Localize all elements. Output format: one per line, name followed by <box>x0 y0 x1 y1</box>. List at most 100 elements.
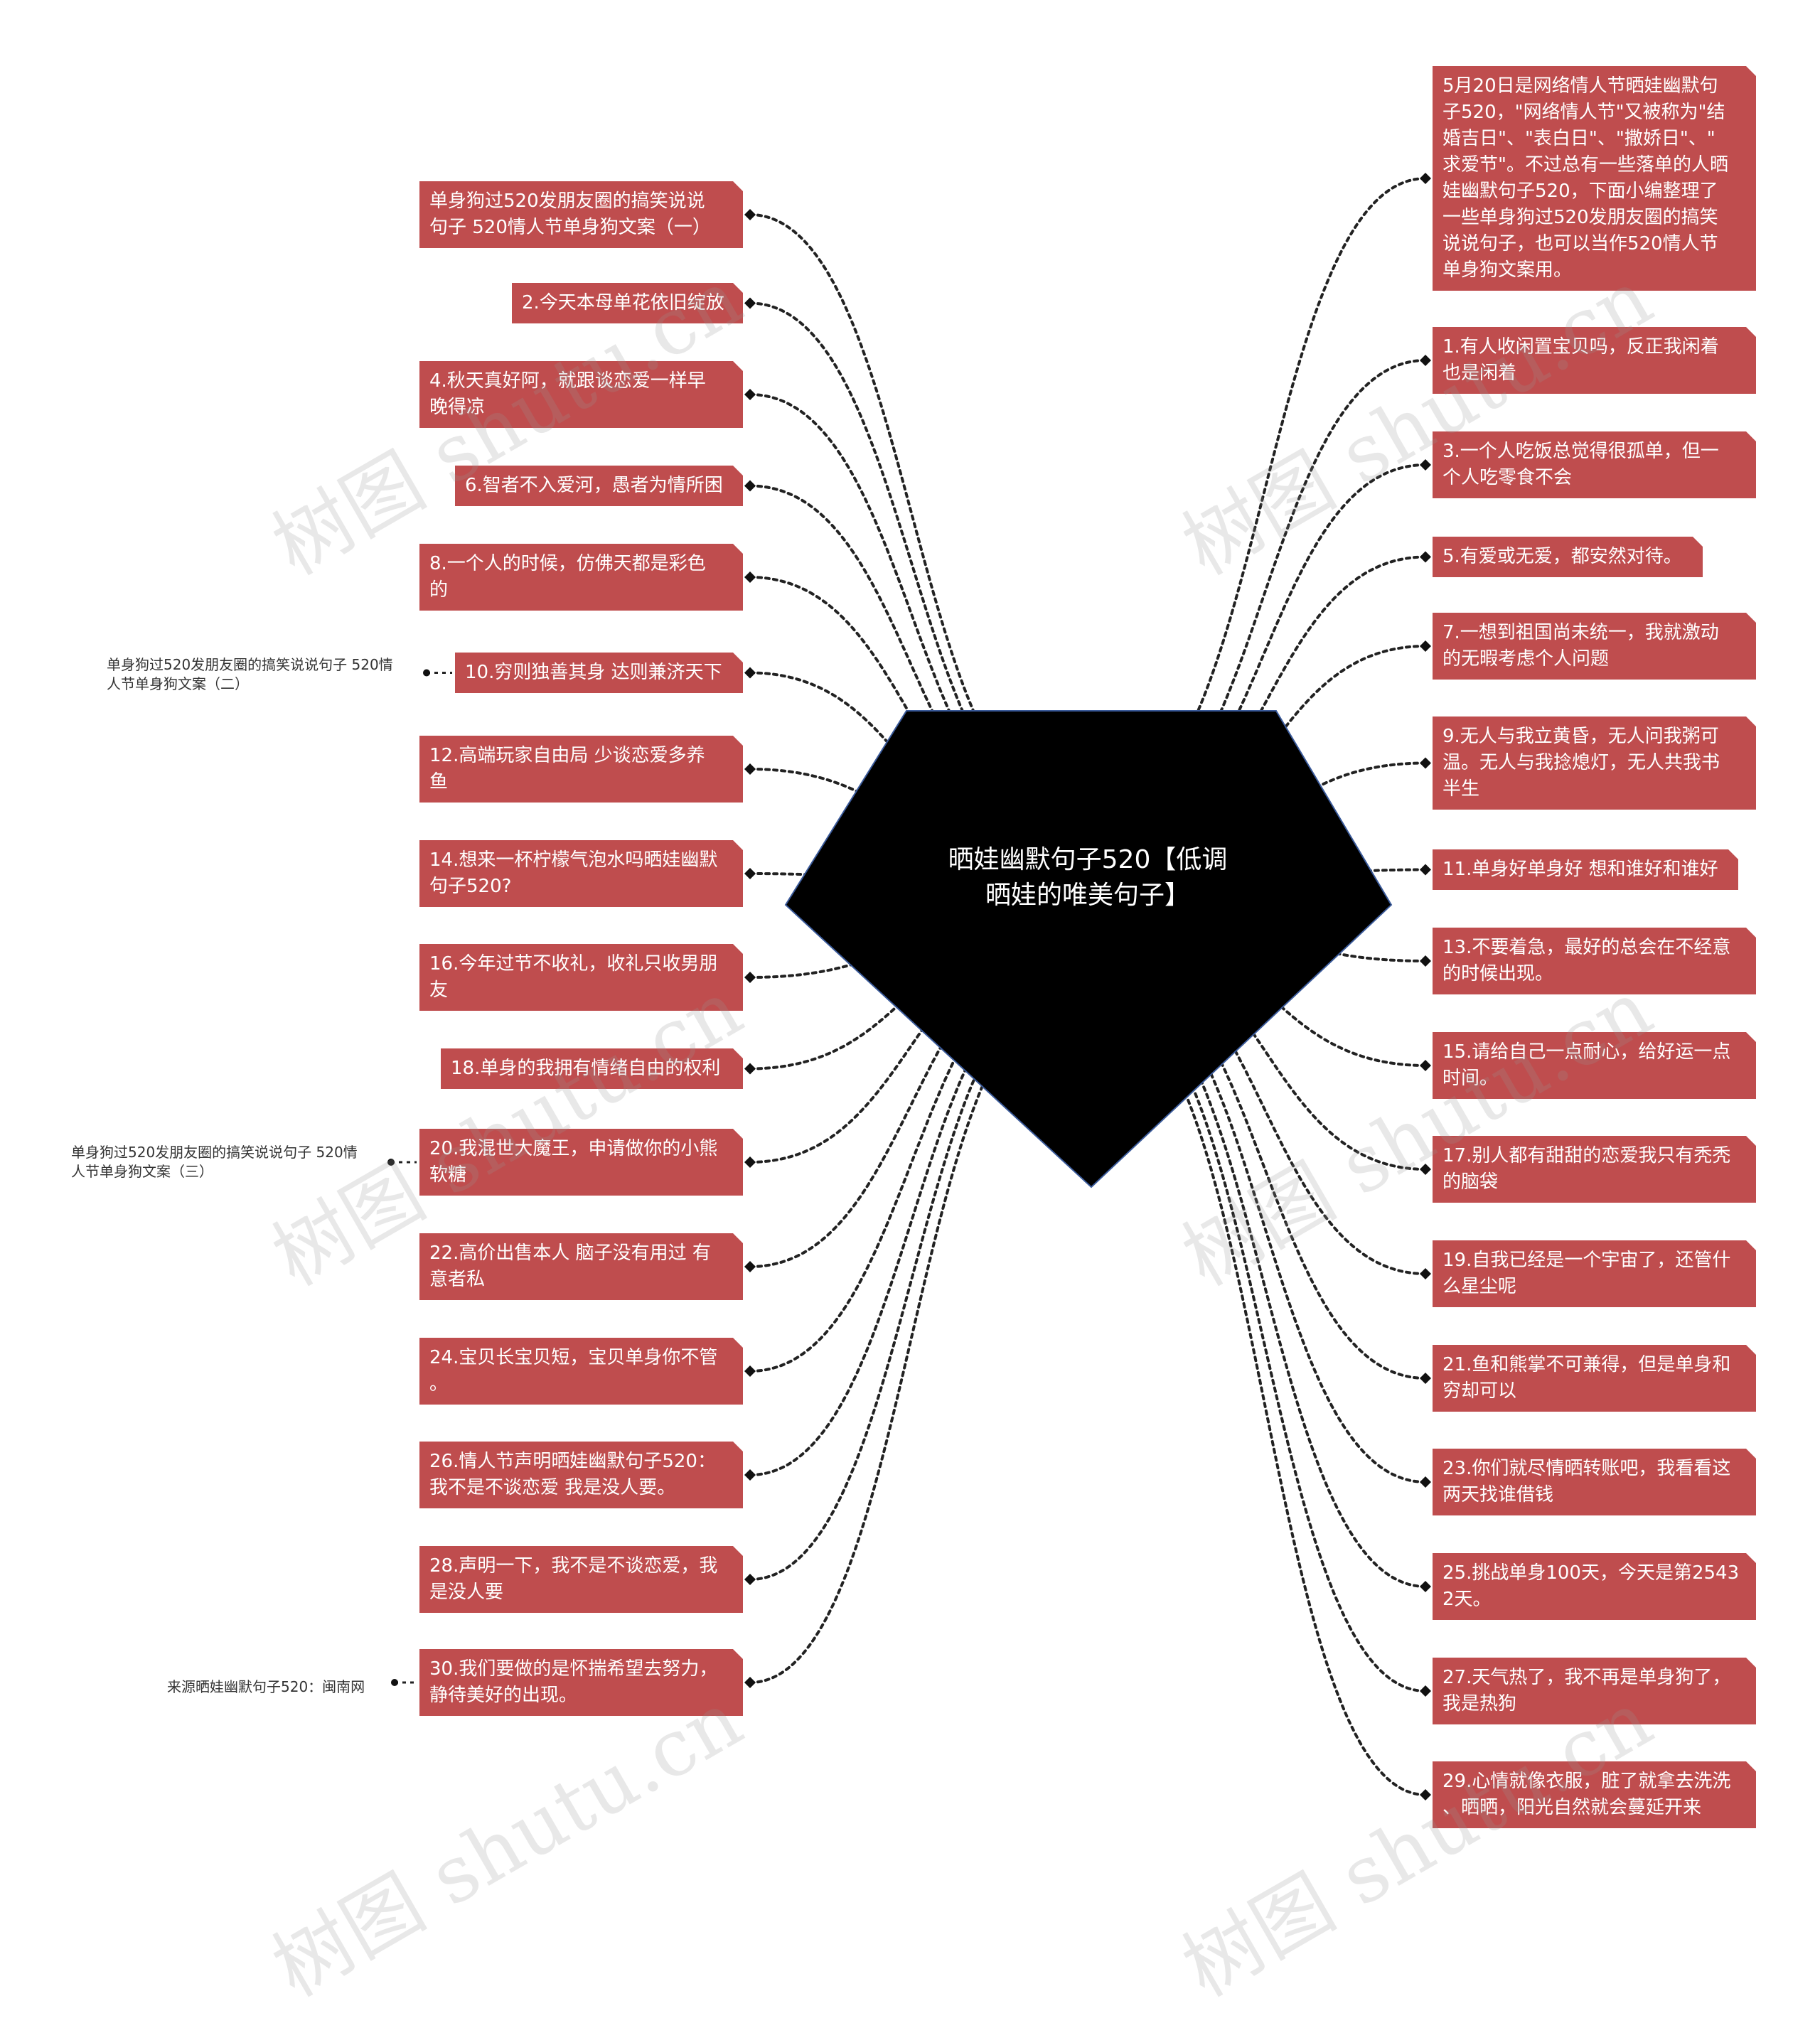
node-text-line: 晚得凉 <box>429 397 486 418</box>
branch-node-right[interactable]: 5.有爱或无爱，都安然对待。 <box>1433 537 1703 577</box>
branch-node-left[interactable]: 8.一个人的时候，仿佛天都是彩色的 <box>419 544 743 611</box>
branch-node-right[interactable]: 17.别人都有甜甜的恋爱我只有秃秃的脑袋 <box>1433 1136 1756 1203</box>
node-text-line: 5月20日是网络情人节晒娃幽默句 <box>1442 75 1718 97</box>
node-text-line: 11.单身好单身好 想和谁好和谁好 <box>1442 859 1718 880</box>
node-text-line: 友 <box>429 980 449 1001</box>
connector-endpoint <box>744 1677 756 1688</box>
connector-endpoint <box>1420 1476 1431 1488</box>
connector-endpoint <box>1420 551 1431 563</box>
node-text-line: 15.请给自己一点耐心，给好运一点 <box>1442 1041 1731 1063</box>
branch-node-left[interactable]: 6.智者不入爱河，愚者为情所困 <box>455 466 743 506</box>
leaf-node[interactable]: 单身狗过520发朋友圈的搞笑说说句子 520情人节单身狗文案（三） <box>71 1143 384 1181</box>
connector-endpoint <box>744 480 756 492</box>
branch-node-right[interactable]: 3.一个人吃饭总觉得很孤单，但一个人吃零食不会 <box>1433 431 1756 498</box>
node-text-line: 29.心情就像衣服，脏了就拿去洗洗 <box>1442 1771 1731 1792</box>
connector-endpoint <box>744 1261 756 1272</box>
connector-endpoint <box>1420 459 1431 471</box>
node-text-line: 我不是不谈恋爱 我是没人要。 <box>429 1477 676 1498</box>
node-text-line: 10.穷则独善其身 达则兼济天下 <box>465 662 722 683</box>
node-text-line: 20.我混世大魔王，申请做你的小熊 <box>429 1138 718 1159</box>
node-text-line: 21.鱼和熊掌不可兼得，但是单身和 <box>1442 1354 1731 1375</box>
node-text-line: 么星尘呢 <box>1442 1276 1517 1297</box>
leaf-node[interactable]: 来源晒娃幽默句子520：闽南网 <box>167 1678 387 1697</box>
connector-endpoint <box>1420 1373 1431 1384</box>
branch-node-left[interactable]: 20.我混世大魔王，申请做你的小熊软糖 <box>419 1129 743 1196</box>
branch-node-right[interactable]: 23.你们就尽情晒转账吧，我看看这两天找谁借钱 <box>1433 1449 1756 1515</box>
node-text-line: 时间。 <box>1442 1068 1499 1089</box>
branch-node-right[interactable]: 7.一想到祖国尚未统一，我就激动的无暇考虑个人问题 <box>1433 613 1756 680</box>
connector-endpoint <box>1420 955 1431 967</box>
connector-endpoint <box>423 669 430 677</box>
leaf-node[interactable]: 单身狗过520发朋友圈的搞笑说说句子 520情人节单身狗文案（二） <box>107 655 419 694</box>
leaf-text-line: 单身狗过520发朋友圈的搞笑说说句子 520情 <box>71 1144 358 1161</box>
node-text-line: 温。无人与我捻熄灯，无人共我书 <box>1442 752 1720 773</box>
node-text-line: 19.自我已经是一个宇宙了，还管什 <box>1442 1250 1731 1271</box>
connector-endpoint <box>1420 864 1431 876</box>
center-topic[interactable]: 晒娃幽默句子520【低调 晒娃的唯美句子】 <box>917 842 1258 913</box>
branch-node-right[interactable]: 21.鱼和熊掌不可兼得，但是单身和穷却可以 <box>1433 1345 1756 1412</box>
node-text-line: 30.我们要做的是怀揣希望去努力， <box>429 1658 718 1680</box>
connector-endpoint <box>744 763 756 775</box>
branch-node-right[interactable]: 5月20日是网络情人节晒娃幽默句子520，"网络情人节"又被称为"结婚吉日"、"… <box>1433 66 1756 291</box>
connector-endpoint <box>1420 1060 1431 1071</box>
node-text-line: 婚吉日"、"表白日"、"撒娇日"、" <box>1442 128 1715 149</box>
node-text-line: 的时候出现。 <box>1442 963 1554 984</box>
branch-node-left[interactable]: 2.今天本母单花依旧绽放 <box>512 283 743 323</box>
branch-node-left[interactable]: 22.高价出售本人 脑子没有用过 有意者私 <box>419 1233 743 1300</box>
branch-node-left[interactable]: 24.宝贝长宝贝短，宝贝单身你不管。 <box>419 1338 743 1405</box>
branch-node-left[interactable]: 18.单身的我拥有情绪自由的权利 <box>441 1048 743 1089</box>
connector-endpoint <box>744 209 756 220</box>
connector-endpoint <box>1420 1685 1431 1697</box>
connector-endpoint <box>744 389 756 400</box>
connector-endpoint <box>744 667 756 679</box>
node-text-line: 4.秋天真好阿，就跟谈恋爱一样早 <box>429 370 706 392</box>
branch-node-left[interactable]: 10.穷则独善其身 达则兼济天下 <box>455 653 743 693</box>
branch-node-right[interactable]: 13.不要着急，最好的总会在不经意的时候出现。 <box>1433 928 1756 994</box>
center-shape <box>784 710 1393 1188</box>
node-text-line: 2.今天本母单花依旧绽放 <box>522 292 724 313</box>
branch-node-right[interactable]: 19.自我已经是一个宇宙了，还管什么星尘呢 <box>1433 1240 1756 1307</box>
branch-node-left[interactable]: 30.我们要做的是怀揣希望去努力， 静待美好的出现。 <box>419 1649 743 1716</box>
branch-node-right[interactable]: 27.天气热了，我不再是单身狗了， 我是热狗 <box>1433 1658 1756 1724</box>
branch-node-left[interactable]: 4.秋天真好阿，就跟谈恋爱一样早晚得凉 <box>419 361 743 428</box>
node-text-line: 26.情人节声明晒娃幽默句子520： <box>429 1451 716 1472</box>
connector-endpoint <box>1420 757 1431 769</box>
node-text-line: 求爱节"。不过总有一些落单的人晒 <box>1442 154 1728 176</box>
leaf-text-line: 人节单身狗文案（二） <box>107 675 249 692</box>
branch-node-right[interactable]: 15.请给自己一点耐心，给好运一点时间。 <box>1433 1032 1756 1099</box>
node-text-line: 18.单身的我拥有情绪自由的权利 <box>451 1058 721 1079</box>
connector-endpoint <box>744 571 756 583</box>
node-text-line: 27.天气热了，我不再是单身狗了， <box>1442 1667 1731 1688</box>
branch-node-left[interactable]: 16.今年过节不收礼，收礼只收男朋友 <box>419 944 743 1011</box>
node-text-line: 静待美好的出现。 <box>429 1685 578 1706</box>
branch-node-right[interactable]: 11.单身好单身好 想和谁好和谁好 <box>1433 849 1738 890</box>
leaf-text-line: 人节单身狗文案（三） <box>71 1163 213 1180</box>
connector-endpoint <box>391 1679 398 1686</box>
node-text-line: 3.一个人吃饭总觉得很孤单，但一 <box>1442 441 1719 462</box>
node-text-line: 1.有人收闲置宝贝吗，反正我闲着 <box>1442 336 1719 358</box>
node-text-line: 穷却可以 <box>1442 1380 1517 1402</box>
node-text-line: 28.声明一下，我不是不谈恋爱，我 <box>429 1555 718 1577</box>
node-text-line: 25.挑战单身100天，今天是第2543 <box>1442 1562 1740 1584</box>
branch-node-left[interactable]: 26.情人节声明晒娃幽默句子520： 我不是不谈恋爱 我是没人要。 <box>419 1442 743 1508</box>
node-text-line: 的脑袋 <box>1442 1171 1499 1193</box>
connector-endpoint <box>744 1469 756 1481</box>
center-topic-line: 晒娃幽默句子520【低调 <box>948 845 1228 874</box>
branch-node-right[interactable]: 9.无人与我立黄昏，无人问我粥可温。无人与我捻熄灯，无人共我书半生 <box>1433 717 1756 810</box>
branch-node-left[interactable]: 14.想来一杯柠檬气泡水吗晒娃幽默句子520? <box>419 840 743 907</box>
node-text-line: 23.你们就尽情晒转账吧，我看看这 <box>1442 1458 1731 1479</box>
branch-node-right[interactable]: 1.有人收闲置宝贝吗，反正我闲着也是闲着 <box>1433 327 1756 394</box>
leaf-text-line: 来源晒娃幽默句子520：闽南网 <box>167 1678 365 1695</box>
connector-endpoint <box>1420 640 1431 652</box>
connector-endpoint <box>744 1063 756 1075</box>
node-text-line: 17.别人都有甜甜的恋爱我只有秃秃 <box>1442 1145 1731 1166</box>
node-text-line: 一些单身狗过520发朋友圈的搞笑 <box>1442 207 1718 228</box>
branch-node-left[interactable]: 单身狗过520发朋友圈的搞笑说说句子 520情人节单身狗文案（一） <box>419 181 743 248</box>
branch-node-right[interactable]: 29.心情就像衣服，脏了就拿去洗洗、晒晒，阳光自然就会蔓延开来 <box>1433 1761 1756 1828</box>
node-text-line: 我是热狗 <box>1442 1693 1517 1714</box>
node-text-line: 24.宝贝长宝贝短，宝贝单身你不管 <box>429 1347 718 1368</box>
node-text-line: 单身狗文案用。 <box>1442 259 1573 281</box>
branch-node-left[interactable]: 12.高端玩家自由局 少谈恋爱多养鱼 <box>419 736 743 803</box>
branch-node-left[interactable]: 28.声明一下，我不是不谈恋爱，我是没人要 <box>419 1546 743 1613</box>
